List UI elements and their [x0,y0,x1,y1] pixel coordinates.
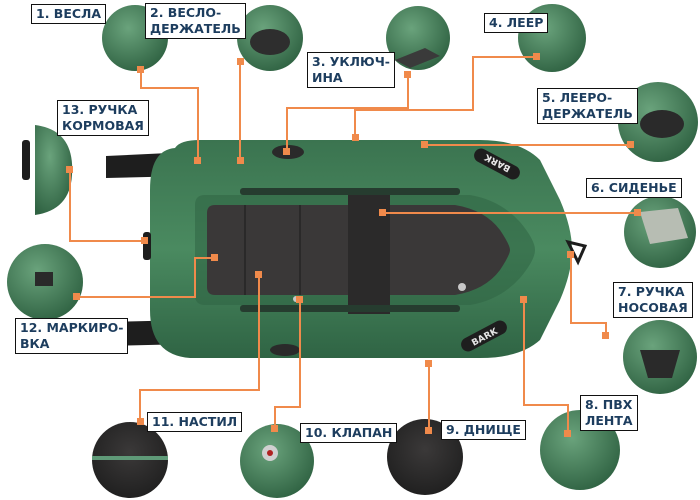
label-marking: 12. МАРКИРО- ВКА [15,318,129,354]
label-deck: 11. НАСТИЛ [147,412,243,432]
label-seat: 6. СИДЕНЬЕ [586,178,682,198]
label-bow-handle: 7. РУЧКА НОСОВАЯ [613,282,693,318]
leader-lines [69,56,638,432]
seat [348,190,390,314]
label-oarlock: 3. УКЛЮЧ- ИНА [307,52,395,88]
label-bottom: 9. ДНИЩЕ [441,420,526,440]
detail-valve-image [240,424,314,498]
label-valve: 10. КЛАПАН [300,423,398,443]
label-safety-rope: 4. ЛЕЕР [484,13,549,33]
detail-stern-handle-image [35,125,73,215]
label-oars: 1. ВЕСЛА [31,4,107,24]
label-rope-holder: 5. ЛЕЕРО- ДЕРЖАТЕЛЬ [537,88,638,124]
leader-anchors [66,53,641,437]
label-oar-holder: 2. ВЕСЛО- ДЕРЖАТЕЛЬ [145,3,246,39]
label-pvc-strip: 8. ПВХ ЛЕНТА [580,395,638,431]
label-stern-handle: 13. РУЧКА КОРМОВАЯ [57,100,149,136]
